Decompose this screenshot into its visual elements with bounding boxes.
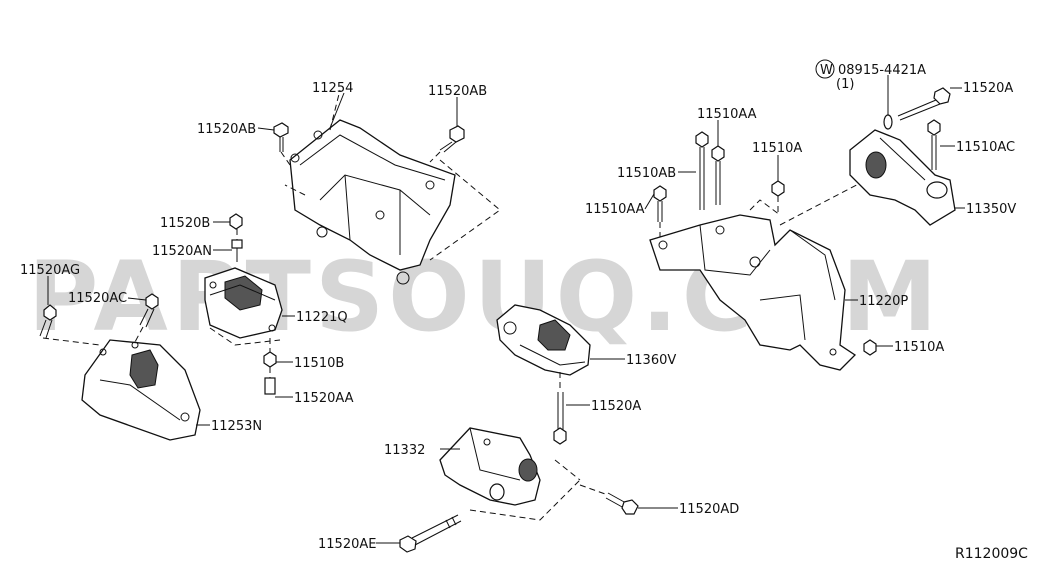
label-11254: 11254 [312, 81, 353, 96]
bolt-11520AC [134, 293, 159, 343]
mount-11221Q-drawing [204, 267, 283, 346]
label-11520A-top: 11520A [963, 81, 1013, 96]
label-11221Q: 11221Q [296, 310, 348, 325]
label-11520AC: 11520AC [68, 291, 127, 306]
label-08915-4421A: 08915-4421A [838, 63, 926, 78]
bolt-11510AA-top [711, 145, 725, 205]
label-11520AN: 11520AN [152, 244, 212, 259]
bolt-11520AA [264, 367, 276, 395]
bracket-11254-drawing [284, 89, 501, 285]
diagram-code: R112009C [955, 546, 1028, 562]
bolt-11520AB-left [273, 122, 291, 166]
label-11510A-right: 11510A [894, 340, 944, 355]
mount-11360V-drawing [496, 304, 591, 376]
label-08915-qty: (1) [836, 77, 854, 92]
label-11510AA-top: 11510AA [697, 107, 757, 122]
label-11520AD: 11520AD [679, 502, 739, 517]
label-11510A-top: 11510A [752, 141, 802, 156]
bolt-11520A-mid [553, 372, 567, 445]
mount-11350V-drawing [849, 129, 956, 226]
bolt-11520AG [39, 304, 101, 346]
bolt-11520AD [579, 484, 639, 515]
label-11510AC: 11510AC [956, 140, 1015, 155]
label-11510B: 11510B [294, 356, 344, 371]
bolt-11510AA-left [653, 185, 667, 245]
bolt-11520B [229, 213, 243, 230]
bolt-11520AB-top [429, 125, 465, 163]
label-11350V: 11350V [966, 202, 1016, 217]
bolt-11520AE [399, 514, 462, 553]
bolt-11510AB [695, 131, 709, 210]
leader-lines [47, 75, 965, 544]
label-11510AB: 11510AB [617, 166, 676, 181]
washer-mark: W [820, 63, 833, 78]
label-11520AA: 11520AA [294, 391, 354, 406]
label-11520AE: 11520AE [318, 537, 376, 552]
label-11520B: 11520B [160, 216, 210, 231]
bolt-11520A-top [897, 87, 951, 121]
label-11332: 11332 [384, 443, 425, 458]
bolt-11510A-top [771, 180, 785, 215]
nut-11510B [263, 338, 277, 368]
bracket-11220P-drawing [649, 177, 871, 371]
bolt-11510A-right [863, 339, 877, 356]
label-11360V: 11360V [626, 353, 676, 368]
label-11520AB-top: 11520AB [428, 84, 487, 99]
bracket-11332-drawing [439, 427, 581, 521]
label-11520AG: 11520AG [20, 263, 80, 278]
bracket-11253N-drawing [81, 339, 201, 441]
washer-08915: W [815, 59, 893, 130]
label-11520AB-left: 11520AB [197, 122, 256, 137]
label-11510AA-left: 11510AA [585, 202, 645, 217]
bolt-11510AC [927, 119, 941, 170]
label-11520A-mid: 11520A [591, 399, 641, 414]
label-11220P: 11220P [859, 294, 908, 309]
bolt-11520AN [231, 229, 243, 262]
label-11253N: 11253N [211, 419, 262, 434]
